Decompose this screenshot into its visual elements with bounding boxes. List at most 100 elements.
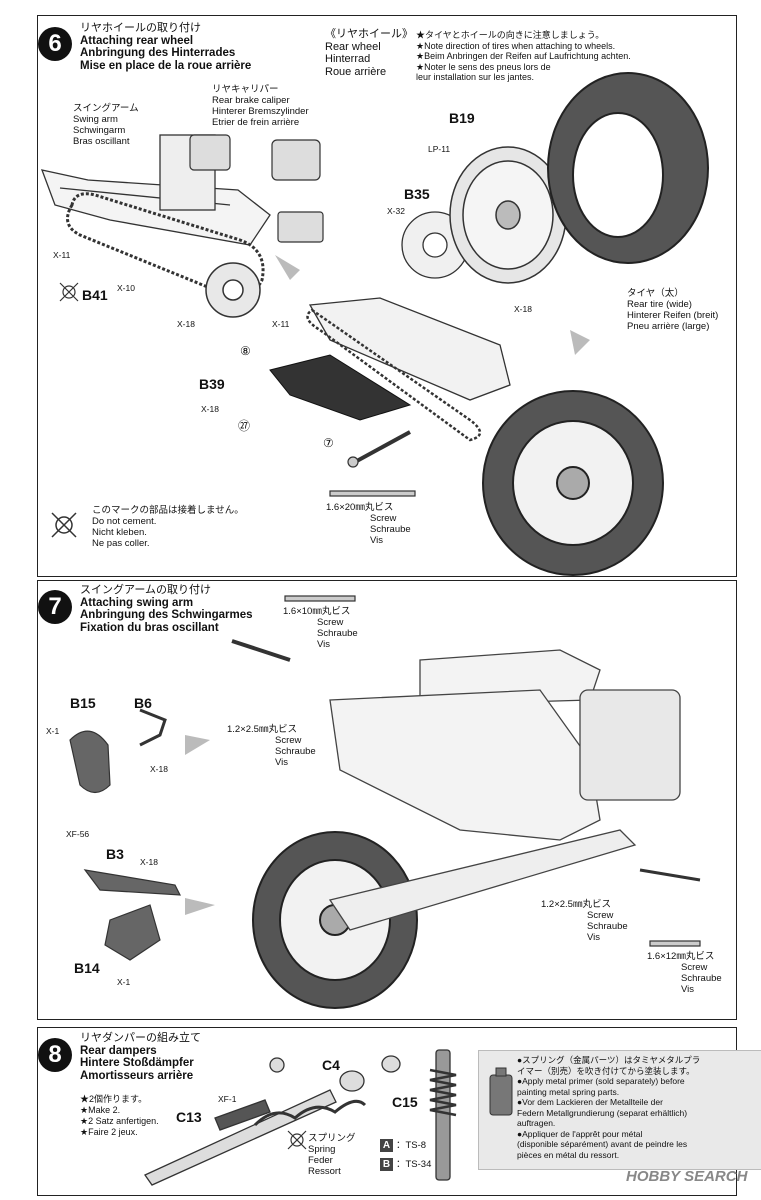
part-lp11: LP-11: [428, 144, 451, 154]
caliper-drawing: [189, 134, 324, 243]
swing-arm-jp: スイングアーム: [73, 103, 139, 114]
no-cement-icon-spring: [287, 1130, 307, 1150]
paint-ts34-text: ：TS-34: [396, 1159, 432, 1170]
part-x1-a: X-1: [46, 726, 60, 736]
part-c15: C15: [392, 1094, 418, 1110]
part-x11-left: X-11: [53, 250, 71, 260]
step6-title-de: Anbringung des Hinterrades: [80, 47, 236, 59]
screw12-de: Schraube: [681, 973, 722, 984]
rear-wheel-de: Hinterrad: [325, 53, 371, 65]
step7-title-jp: スイングアームの取り付け: [80, 584, 212, 596]
part-x1-b: X-1: [117, 977, 131, 987]
rear-wheel-fr: Roue arrière: [325, 65, 387, 78]
finished-damper: [429, 1049, 457, 1181]
assembly-arrows: [275, 255, 590, 355]
part-c13: C13: [176, 1109, 202, 1125]
make-two-note: ★2個作ります。 ★Make 2. ★2 Satz anfertigen. ★F…: [80, 1094, 159, 1138]
swing-arm-de: Schwingarm: [73, 125, 126, 136]
rear-tire-jp: タイヤ（太）: [627, 288, 684, 299]
no-cement-icon-b41: [59, 282, 79, 302]
decal-8: ⑧: [240, 344, 251, 358]
screw10-size: 1.6×10㎜丸ビス: [283, 606, 351, 617]
caliper-jp: リヤキャリパー: [212, 84, 279, 95]
wheel-b19: [449, 146, 567, 284]
screw25b-en: Screw: [587, 910, 614, 921]
damper-assembly: [144, 1055, 401, 1186]
rear-wheel-jp: 《リヤホイール》: [325, 28, 413, 40]
screw-en: Screw: [370, 513, 397, 524]
sprocket-drawing: [205, 262, 261, 318]
screw-fr: Vis: [370, 535, 384, 546]
cement-de: Nicht kleben.: [92, 527, 147, 538]
swing-arm-label: スイングアーム Swing arm Schwingarm Bras oscill…: [73, 103, 139, 147]
caliper-en: Rear brake caliper: [212, 95, 290, 106]
bracket-b3-b14: [83, 869, 182, 961]
rear-tire-de: Hinterer Reifen (breit): [627, 310, 719, 321]
screw25a-size: 1.2×2.5㎜丸ビス: [227, 724, 297, 735]
tire-note-line: ★Note direction of tires when attaching …: [416, 40, 616, 51]
tire-direction-note: ★タイヤとホイールの向きに注意しましょう。 ★Note direction of…: [416, 30, 631, 83]
part-x18-b3: X-18: [140, 857, 158, 867]
screw-1-6x10-label: 1.6×10㎜丸ビス Screw Schraube Vis: [283, 606, 358, 650]
paint-tag-b: B: [380, 1158, 393, 1171]
rear-tire-fr: Pneu arrière (large): [627, 321, 710, 332]
screw10-de: Schraube: [317, 628, 358, 639]
screw25a-en: Screw: [275, 735, 302, 746]
cement-fr: Ne pas coller.: [92, 538, 150, 549]
step8-number: 8: [38, 1038, 72, 1072]
screw-1-2x2-5-label-a: 1.2×2.5㎜丸ビス Screw Schraube Vis: [227, 724, 316, 768]
part-b35: B35: [404, 186, 430, 202]
rear-tire-en: Rear tire (wide): [627, 299, 692, 310]
screw10-fr: Vis: [317, 639, 331, 650]
part-x18-sprocket: X-18: [177, 319, 195, 329]
paint-tag-a: A: [380, 1139, 393, 1152]
step7-title-en: Attaching swing arm: [80, 596, 194, 609]
caliper-de: Hinterer Bremszylinder: [212, 106, 309, 117]
pivot-screw-step7: [231, 595, 701, 947]
screw-1-2x2-5-label-b: 1.2×2.5㎜丸ビス Screw Schraube Vis: [541, 899, 628, 943]
rear-wheel-label: 《リヤホイール》 Rear wheel Hinterrad Roue arriè…: [325, 28, 413, 78]
screw12-en: Screw: [681, 962, 708, 973]
frame-drawing: [329, 649, 681, 841]
paint-ts8-text: ：TS-8: [396, 1140, 427, 1151]
cement-jp: このマークの部品は接着しません。: [92, 505, 244, 516]
primer-line: イマー（別売）を吹き付けてから塗装します。: [517, 1065, 695, 1076]
part-x18-guard: X-18: [201, 404, 219, 414]
primer-line: pièces en métal du ressort.: [517, 1149, 620, 1160]
part-x32: X-32: [387, 206, 405, 216]
step6-title-jp: リヤホイールの取り付け: [80, 22, 201, 34]
tire-note-line: ★Beim Anbringen der Reifen auf Laufricht…: [416, 51, 631, 61]
tire-note-line: leur installation sur les jantes.: [416, 72, 535, 82]
primer-line: ●Appliquer de l'apprêt pour métal: [517, 1128, 643, 1139]
screw12-fr: Vis: [681, 984, 695, 995]
chain-guard-b39: [269, 354, 412, 421]
part-c4: C4: [322, 1057, 340, 1073]
screw-de: Schraube: [370, 524, 411, 535]
screw-1-6x20-label: 1.6×20㎜丸ビス Screw Schraube Vis: [326, 502, 411, 546]
primer-line: painting metal spring parts.: [517, 1086, 620, 1097]
spring-en: Spring: [308, 1144, 336, 1155]
no-cement-icon: [51, 512, 77, 538]
make2-line: ★2 Satz anfertigen.: [80, 1116, 159, 1126]
step7-title-fr: Fixation du bras oscillant: [80, 621, 219, 634]
screw-1-6x12-label: 1.6×12㎜丸ビス Screw Schraube Vis: [647, 951, 722, 995]
step8-title-de: Hintere Stoßdämpfer: [80, 1057, 194, 1069]
primer-line: ●Apply metal primer (sold separately) be…: [517, 1076, 685, 1086]
rear-tire-drawing: [547, 72, 709, 264]
rear-tire-label: タイヤ（太） Rear tire (wide) Hinterer Reifen …: [627, 288, 718, 332]
caliper-fr: Etrier de frein arrière: [212, 117, 300, 128]
screw12-size: 1.6×12㎜丸ビス: [647, 951, 715, 962]
primer-line: auftragen.: [517, 1118, 556, 1128]
spring-de: Feder: [308, 1155, 333, 1166]
rear-wheel-step7: [252, 831, 418, 1009]
step8-title: リヤダンパーの組み立て Rear dampers Hintere Stoßdäm…: [80, 1032, 201, 1082]
spring-label: スプリング Spring Feder Ressort: [308, 1133, 356, 1177]
spring-fr: Ressort: [308, 1166, 341, 1177]
screw25a-de: Schraube: [275, 746, 316, 757]
tire-note-line: ★タイヤとホイールの向きに注意しましょう。: [416, 30, 605, 40]
screw25a-fr: Vis: [275, 757, 289, 768]
step8-title-en: Rear dampers: [80, 1044, 157, 1057]
part-x11-sprocket: X-11: [272, 319, 290, 329]
part-x10: X-10: [117, 283, 135, 293]
